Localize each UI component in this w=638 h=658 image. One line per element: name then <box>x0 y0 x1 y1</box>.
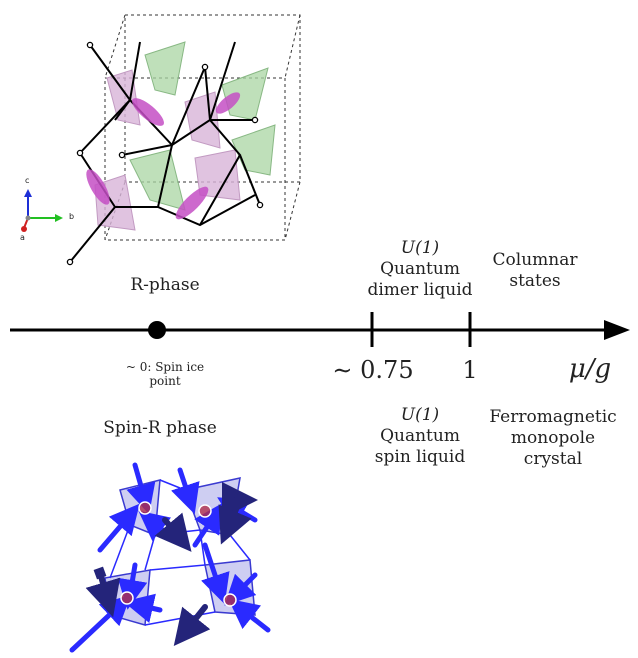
spin-ice-point-label: ~ 0: Spin ice point <box>125 360 205 388</box>
columnar-line2: states <box>509 271 561 291</box>
axis-end-label: μ/g <box>568 354 612 384</box>
r-phase-title: R-phase <box>130 275 200 295</box>
tick-1-label: 1 <box>462 356 478 384</box>
spin-ice-point-marker <box>148 321 166 339</box>
columnar-line1: Columnar <box>492 250 578 270</box>
dimer-u1: U(1) <box>400 238 440 258</box>
lattice-nodes <box>66 41 264 266</box>
spin-liquid-label: U(1) Quantum spin liquid <box>355 405 485 468</box>
dimer-liquid-label: U(1) Quantum dimer liquid <box>355 238 485 301</box>
columnar-states-label: Columnar states <box>480 250 590 292</box>
axis-triad-icon <box>21 189 63 232</box>
spin-r-phase-title: Spin-R phase <box>103 418 217 438</box>
axis-c-label: c <box>25 176 30 185</box>
axis-a-label: a <box>20 233 25 242</box>
spin-arrows-blue <box>69 462 271 653</box>
spin-tail-navy <box>93 566 107 580</box>
spin-liquid-line1: Quantum <box>380 426 460 446</box>
ferro-line3: crystal <box>523 449 583 469</box>
spin-liquid-u1: U(1) <box>400 405 440 425</box>
dimers <box>86 92 241 220</box>
pink-tetrahedra <box>94 69 241 231</box>
spin-sites <box>120 501 237 607</box>
ferro-line2: monopole <box>510 428 596 448</box>
tick-0-75-label: ∼ 0.75 <box>332 356 414 384</box>
dimer-line2: dimer liquid <box>367 280 473 300</box>
ferro-line1: Ferromagnetic <box>489 407 617 427</box>
dimer-line1: Quantum <box>380 259 460 279</box>
green-tetrahedra <box>129 41 276 211</box>
axis-b-label: b <box>69 212 75 221</box>
spin-liquid-line2: spin liquid <box>374 447 466 467</box>
ferro-monopole-label: Ferromagnetic monopole crystal <box>483 407 623 470</box>
axis-arrowhead <box>604 320 630 340</box>
spin-head-navy <box>234 494 246 506</box>
